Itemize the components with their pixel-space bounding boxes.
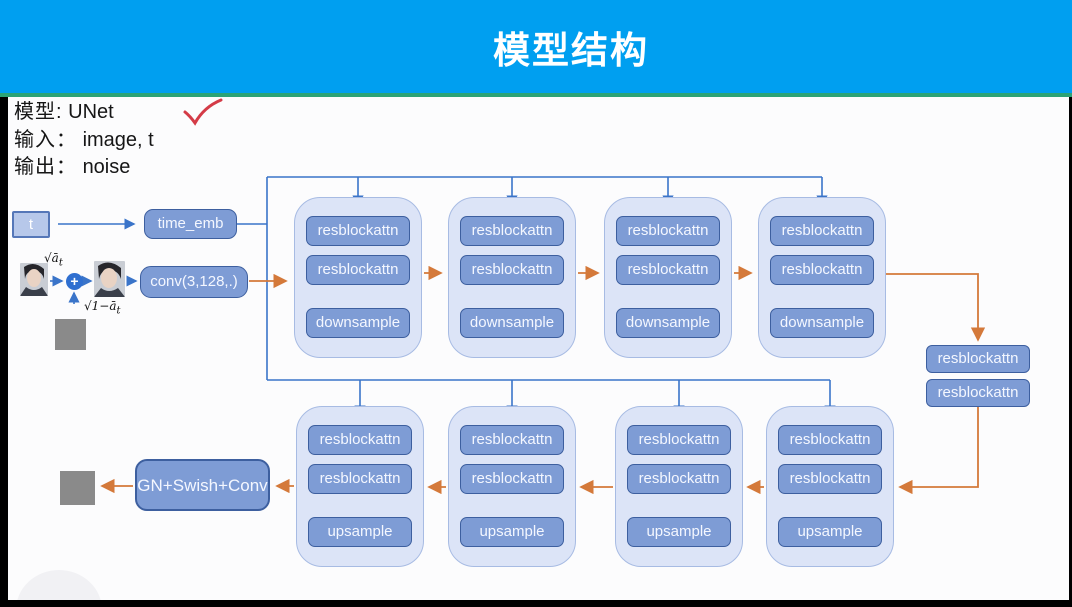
encoder-block-4: resblockattn resblockattn downsample — [758, 197, 886, 358]
decoder-block-3: resblockattn resblockattn upsample — [615, 406, 743, 567]
encoder-block-3: resblockattn resblockattn downsample — [604, 197, 732, 358]
decoder-block-1: resblockattn resblockattn upsample — [296, 406, 424, 567]
input-value: image, t — [82, 128, 154, 151]
decoder-block-2: resblockattn resblockattn upsample — [448, 406, 576, 567]
output-label: 输出： — [14, 156, 77, 178]
upsample-box: upsample — [778, 517, 882, 547]
input-label: 输入： — [14, 128, 77, 151]
upsample-box: upsample — [308, 517, 412, 547]
resblockattn-box: resblockattn — [460, 216, 564, 246]
downsample-box: downsample — [770, 308, 874, 338]
noise-image-square — [55, 319, 86, 350]
info-row-output: 输出： noise — [14, 154, 154, 182]
plus-circle-icon: + — [66, 273, 83, 290]
resblockattn-box: resblockattn — [616, 255, 720, 285]
resblockattn-box: resblockattn — [778, 464, 882, 494]
resblockattn-box: resblockattn — [627, 425, 731, 455]
downsample-box: downsample — [616, 308, 720, 338]
letterbox-bottom — [0, 600, 1072, 607]
resblockattn-box: resblockattn — [460, 464, 564, 494]
upsample-box: upsample — [460, 517, 564, 547]
resblockattn-box: resblockattn — [308, 464, 412, 494]
encoder-block-1: resblockattn resblockattn downsample — [294, 197, 422, 358]
gn-swish-conv-box: GN+Swish+Conv — [135, 459, 270, 511]
resblockattn-box: resblockattn — [460, 425, 564, 455]
clean-image-photo — [20, 263, 48, 296]
resblockattn-box: resblockattn — [306, 216, 410, 246]
upsample-box: upsample — [627, 517, 731, 547]
resblockattn-box: resblockattn — [460, 255, 564, 285]
resblockattn-box: resblockattn — [308, 425, 412, 455]
model-info: 模型: UNet 输入： image, t 输出： noise — [14, 99, 154, 182]
model-value: UNet — [68, 101, 114, 123]
header-divider-line — [0, 93, 1072, 97]
check-icon — [183, 98, 223, 126]
bottleneck-resblockattn-1: resblockattn — [926, 345, 1030, 373]
time-emb-box: time_emb — [144, 209, 237, 239]
noisy-image-photo — [94, 261, 125, 297]
resblockattn-box: resblockattn — [306, 255, 410, 285]
info-row-input: 输入： image, t — [14, 127, 154, 155]
encoder-block-2: resblockattn resblockattn downsample — [448, 197, 576, 358]
page-title: 模型结构 — [493, 29, 649, 71]
resblockattn-box: resblockattn — [770, 216, 874, 246]
model-label: 模型: — [14, 101, 63, 123]
slide-header: 模型结构 — [0, 0, 1072, 93]
bottleneck-resblockattn-2: resblockattn — [926, 379, 1030, 407]
formula-sqrt-one-minus-alpha: √1−āt — [84, 299, 121, 317]
output-noise-square — [60, 471, 95, 505]
resblockattn-box: resblockattn — [627, 464, 731, 494]
downsample-box: downsample — [306, 308, 410, 338]
conv-box: conv(3,128,.) — [140, 266, 248, 298]
resblockattn-box: resblockattn — [770, 255, 874, 285]
decoder-block-4: resblockattn resblockattn upsample — [766, 406, 894, 567]
resblockattn-box: resblockattn — [778, 425, 882, 455]
downsample-box: downsample — [460, 308, 564, 338]
formula-sqrt-alpha: √āt — [44, 251, 63, 269]
resblockattn-box: resblockattn — [616, 216, 720, 246]
t-input-box: t — [12, 211, 50, 238]
info-row-model: 模型: UNet — [14, 99, 154, 127]
output-value: noise — [82, 156, 131, 178]
